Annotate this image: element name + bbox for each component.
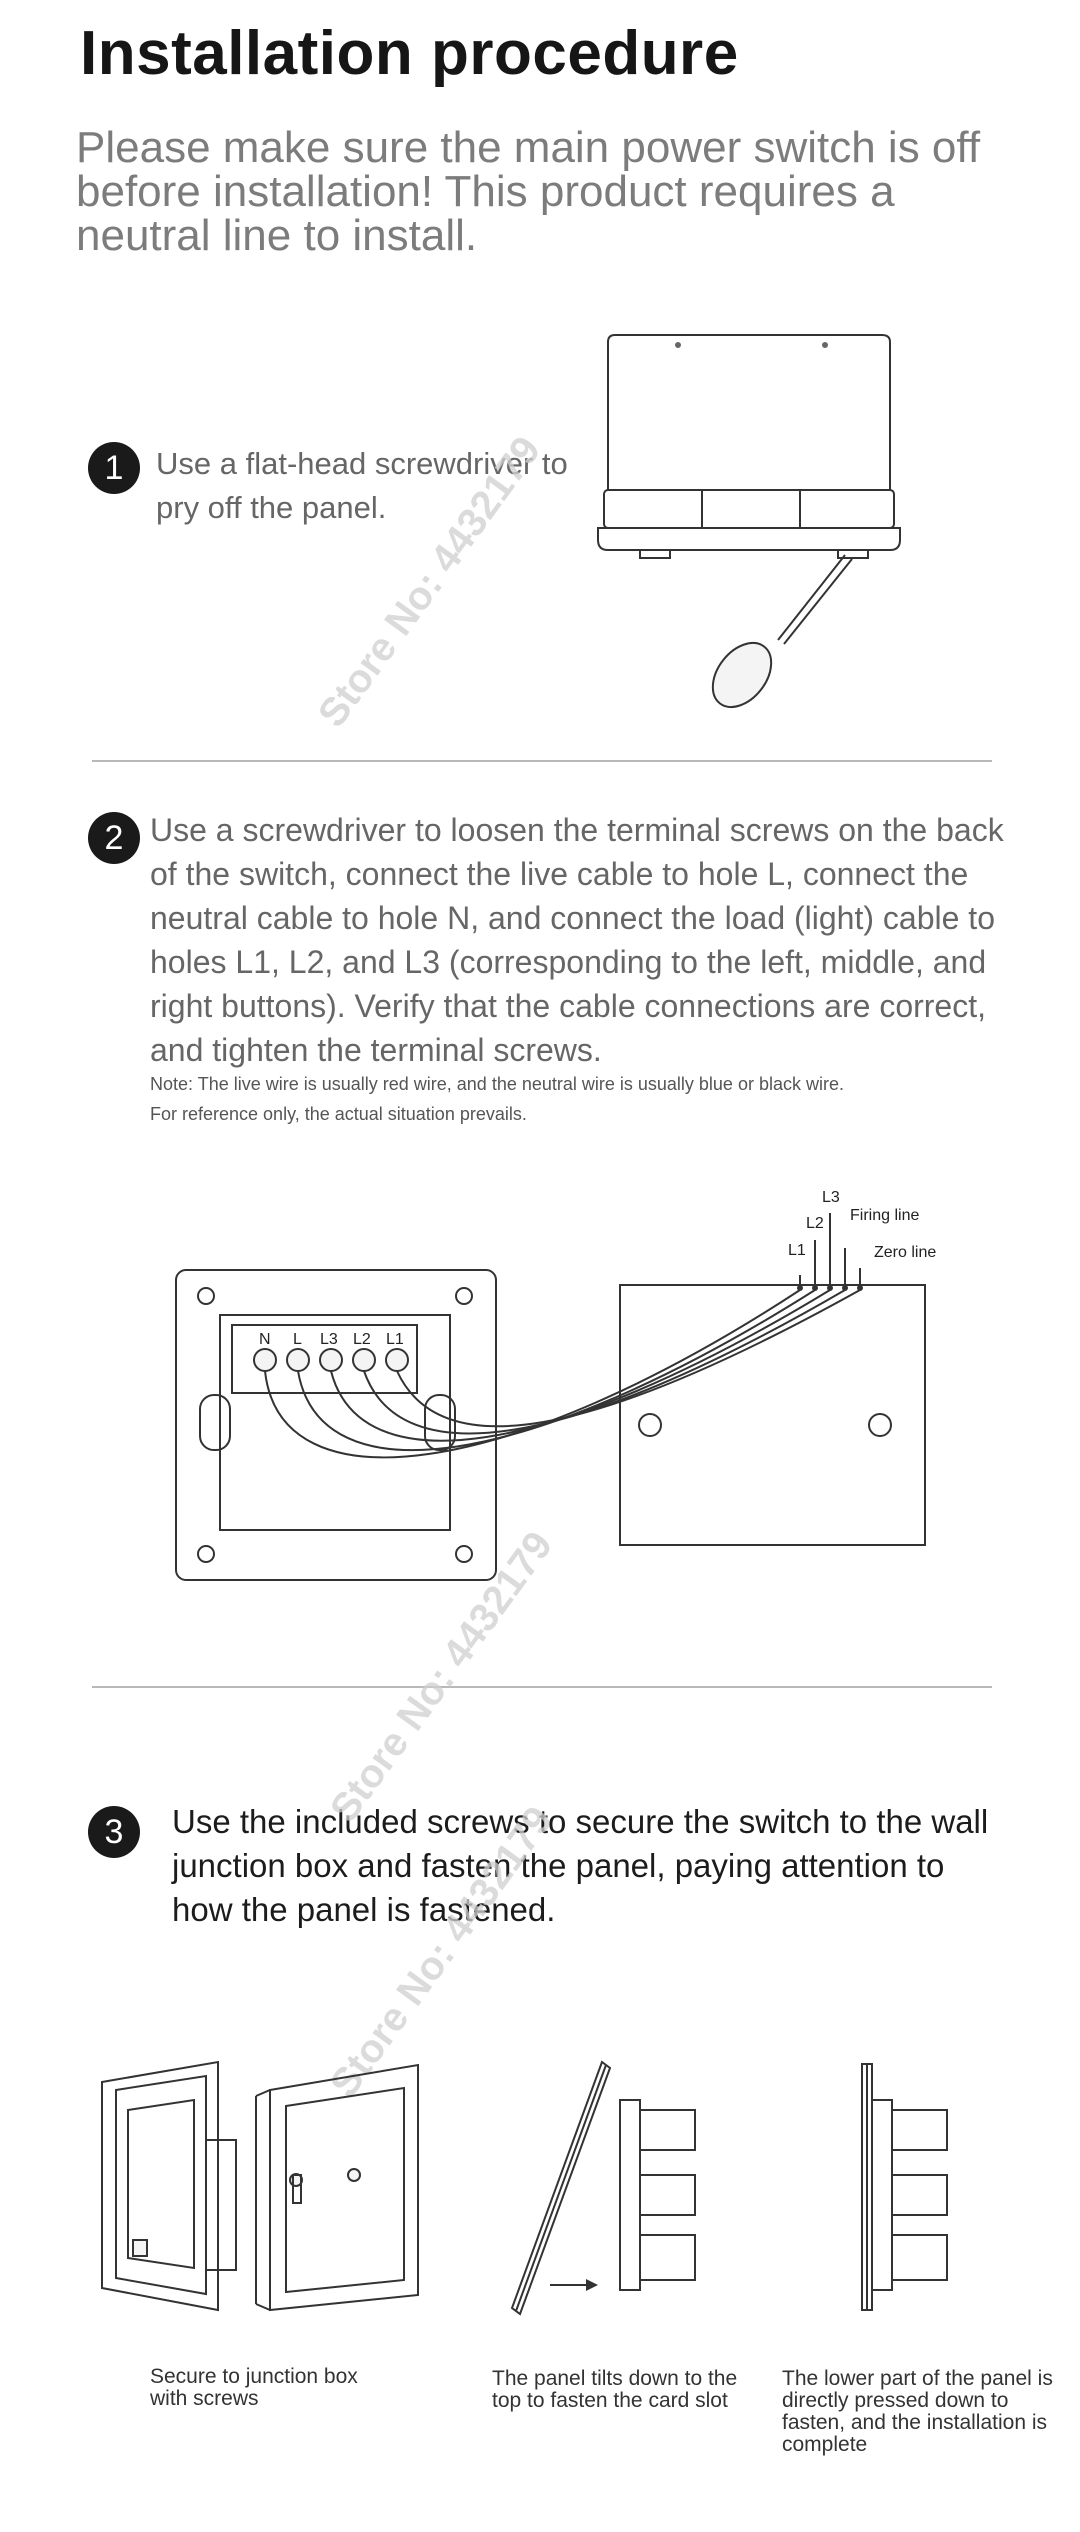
box-l3-label: L3 <box>822 1189 840 1206</box>
box-l2-label: L2 <box>806 1215 824 1232</box>
step-2-badge: 2 <box>88 812 140 864</box>
terminal-n-label: N <box>259 1331 271 1348</box>
terminal-l1-label: L1 <box>386 1331 404 1348</box>
press-panel-illustration <box>861 2063 948 2311</box>
divider <box>92 760 992 762</box>
page-title: Installation procedure <box>80 19 739 88</box>
panel-pry-illustration <box>597 334 901 708</box>
terminal-l2-label: L2 <box>353 1331 371 1348</box>
divider <box>92 1686 992 1688</box>
wiring-diagram: N L L3 L2 L1 L1 L2 L3 Firing line Zero l… <box>175 1189 936 1581</box>
tilt-panel-illustration <box>510 2060 696 2316</box>
wire-color-note: Note: The live wire is usually red wire,… <box>150 1074 844 1124</box>
caption-press-panel: The lower part of the panel is directly … <box>782 2367 1053 2456</box>
step-3-badge: 3 <box>88 1806 140 1858</box>
firing-line-label: Firing line <box>850 1207 919 1224</box>
step-1-text: Use a flat-head screwdriver to pry off t… <box>156 446 568 525</box>
intro-warning: Please make sure the main power switch i… <box>76 123 981 260</box>
terminal-l-label: L <box>293 1331 302 1348</box>
zero-line-label: Zero line <box>874 1244 936 1261</box>
mount-to-box-illustration <box>101 2060 419 2312</box>
terminal-l3-label: L3 <box>320 1331 338 1348</box>
box-l1-label: L1 <box>788 1242 806 1259</box>
caption-tilt-panel: The panel tilts down to the top to faste… <box>492 2367 738 2412</box>
step-3-text: Use the included screws to secure the sw… <box>172 1803 989 1928</box>
step-1-badge: 1 <box>88 442 140 494</box>
caption-secure-box: Secure to junction box with screws <box>150 2365 358 2410</box>
step-2-text: Use a screwdriver to loosen the terminal… <box>150 812 1004 1068</box>
